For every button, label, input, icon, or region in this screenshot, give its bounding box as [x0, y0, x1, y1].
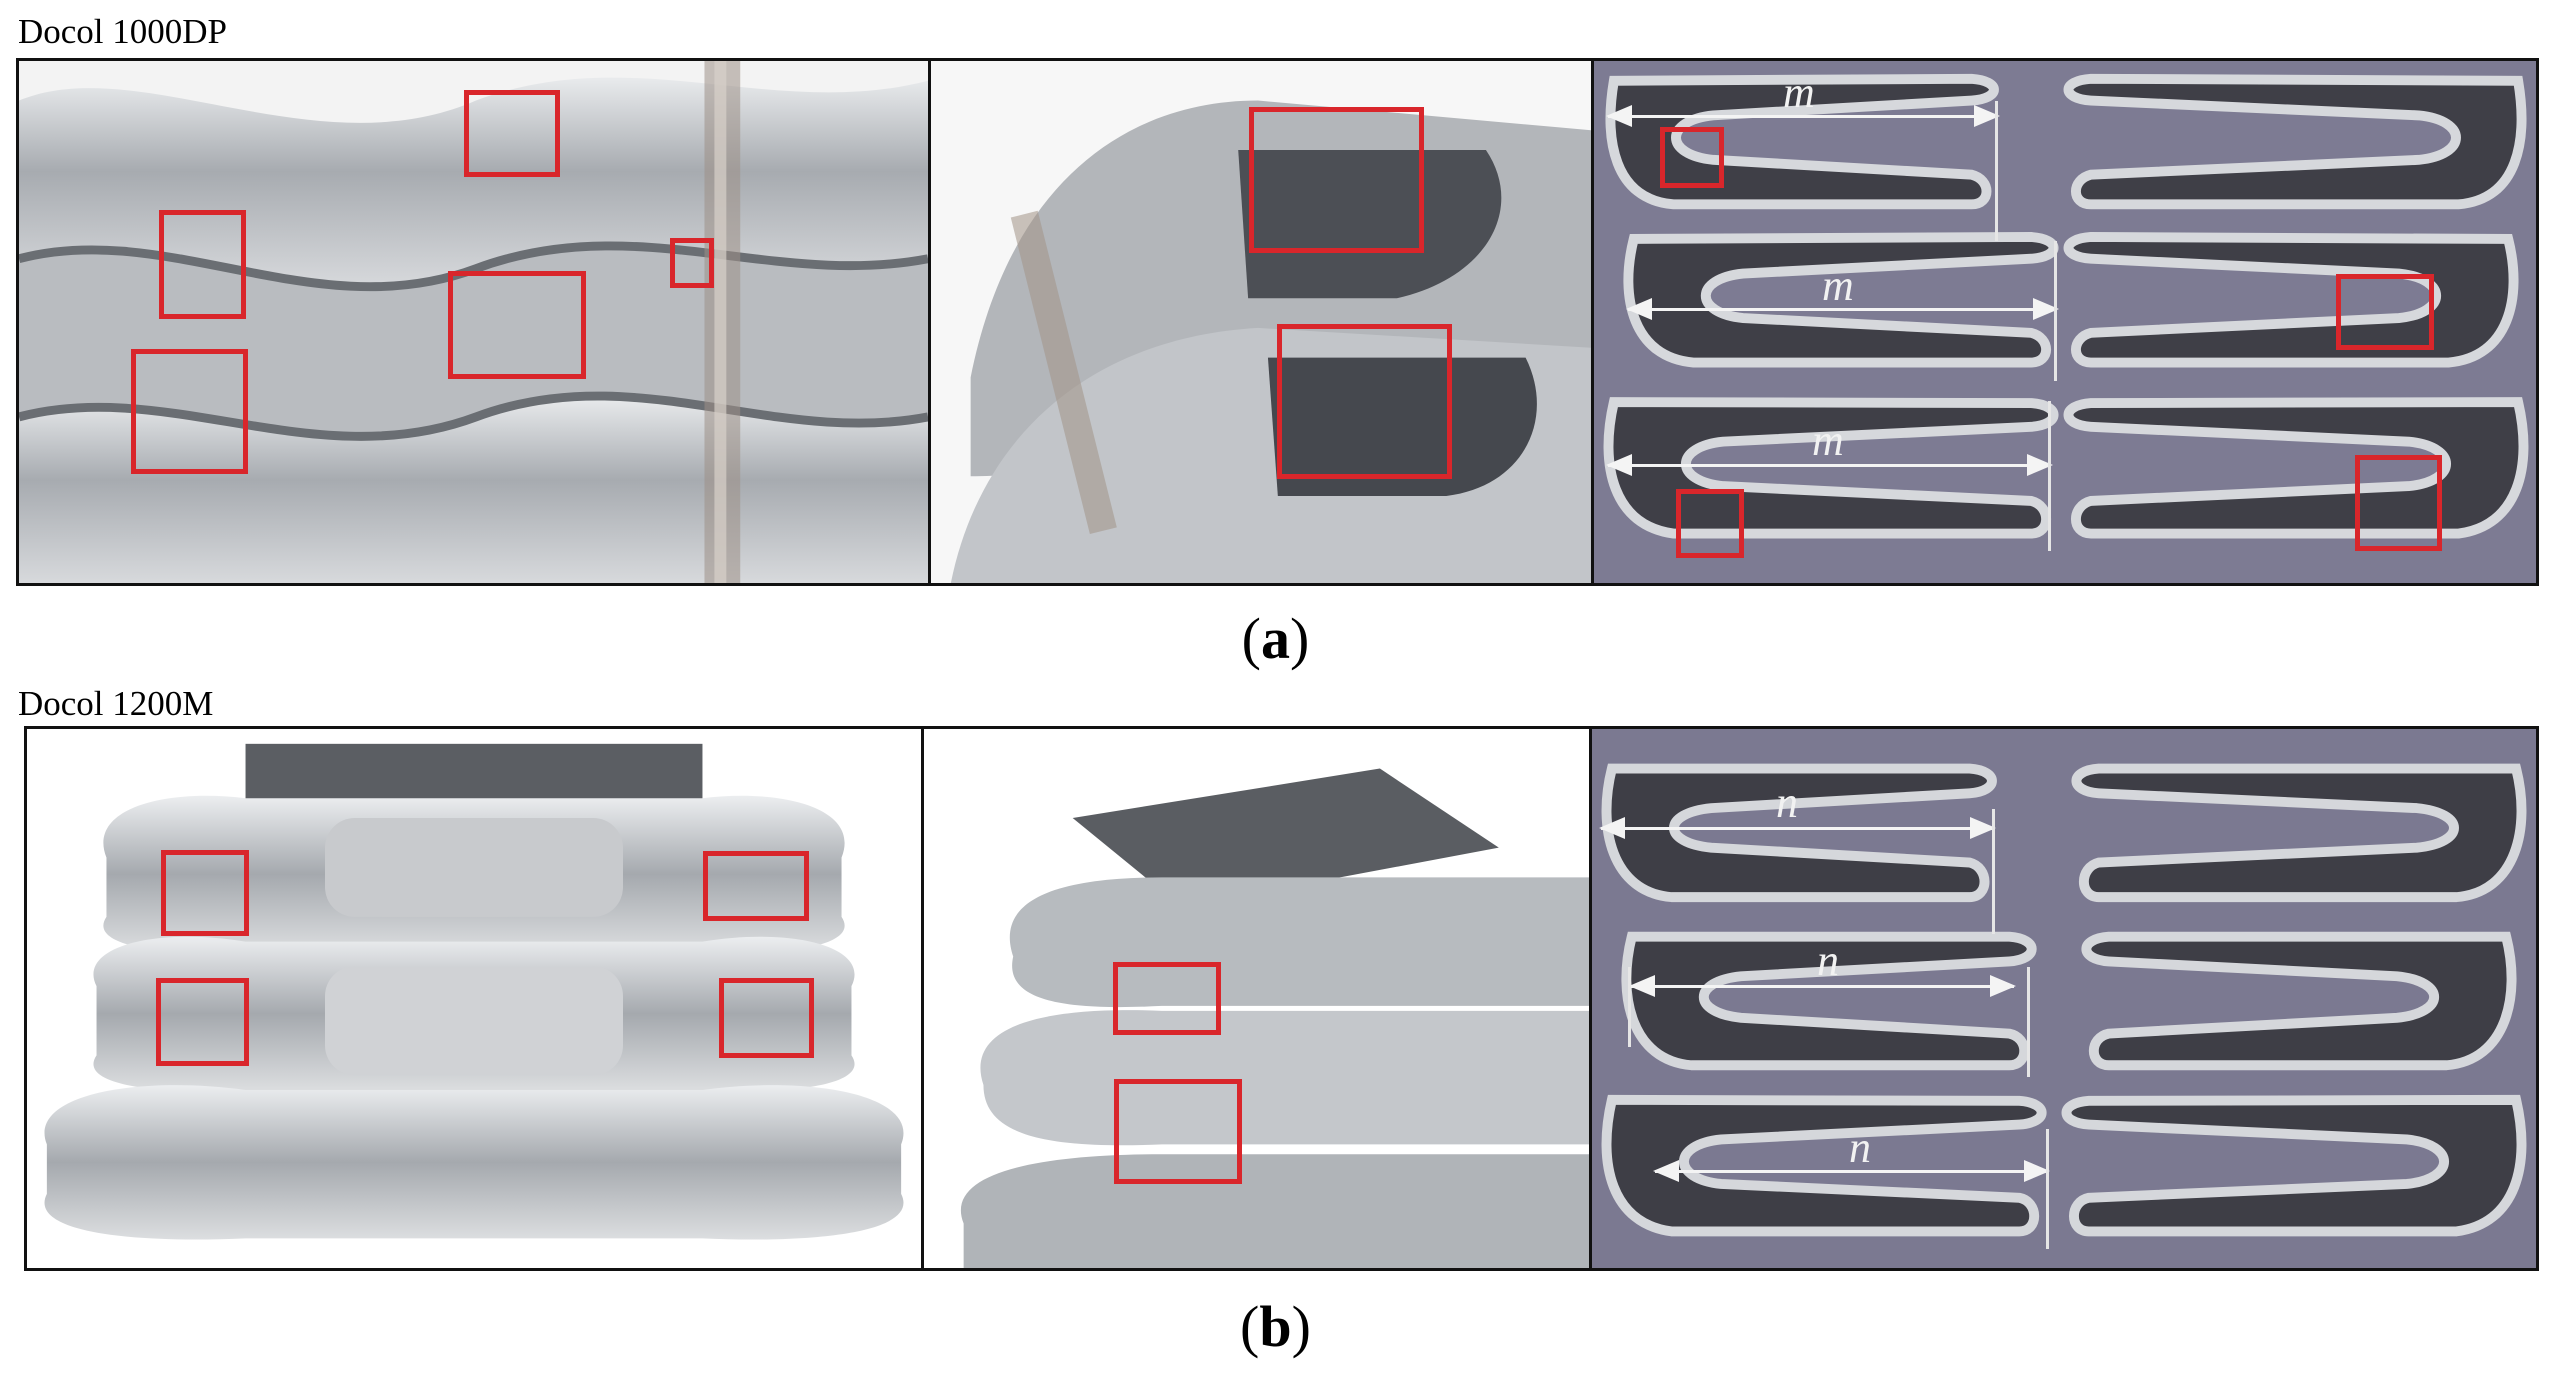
measurement-label: n	[1849, 1123, 1871, 1172]
defect-highlight-box	[159, 210, 246, 319]
measurement-arrow	[1606, 454, 2053, 476]
measurement-arrow	[1606, 105, 2000, 127]
measurement-arrow	[1626, 298, 2059, 320]
panel-b-closeup-photo	[921, 726, 1592, 1271]
metal-closeup-illustration	[931, 61, 1591, 583]
panel-a-cross-section-photo: m m m	[1591, 58, 2539, 586]
defect-highlight-box	[719, 978, 814, 1058]
defect-highlight-box	[131, 349, 248, 474]
cross-section-illustration	[1594, 61, 2536, 583]
defect-highlight-box	[670, 238, 714, 288]
defect-highlight-box	[156, 978, 249, 1066]
reference-line	[1995, 101, 1998, 241]
reference-line	[1992, 809, 1995, 934]
measurement-arrow	[1653, 1160, 2050, 1182]
reference-line	[2046, 1129, 2049, 1249]
metal-folds-illustration	[19, 61, 928, 583]
defect-highlight-box	[161, 850, 249, 936]
defect-highlight-box	[464, 90, 560, 177]
reference-line	[2048, 401, 2051, 551]
measurement-label: m	[1812, 416, 1844, 465]
cross-section-illustration	[1592, 729, 2536, 1268]
measurement-label: n	[1776, 778, 1798, 827]
panel-b-exterior-photo	[24, 726, 924, 1271]
panel-b-cross-section-photo: n n n	[1589, 726, 2539, 1271]
panel-a-closeup-photo	[928, 58, 1594, 586]
row-a-label: Docol 1000DP	[18, 12, 228, 51]
measurement-label: m	[1783, 68, 1815, 117]
defect-highlight-box	[1114, 1079, 1242, 1184]
defect-highlight-box	[1676, 489, 1744, 558]
defect-highlight-box	[1249, 107, 1424, 253]
reference-line	[1628, 967, 1631, 1047]
measurement-label: n	[1817, 936, 1839, 985]
caption-a: (a)	[1241, 606, 1310, 671]
measurement-arrow	[1599, 817, 1996, 839]
reference-line	[2054, 241, 2057, 381]
defect-highlight-box	[1277, 324, 1452, 479]
panel-a-exterior-photo	[16, 58, 931, 586]
defect-highlight-box	[1660, 127, 1724, 188]
row-b-label: Docol 1200M	[18, 684, 214, 723]
caption-b: (b)	[1240, 1294, 1311, 1359]
defect-highlight-box	[2336, 274, 2434, 350]
measurement-label: m	[1822, 261, 1854, 310]
defect-highlight-box	[1113, 962, 1221, 1035]
metal-closeup-illustration	[924, 729, 1589, 1268]
measurement-arrow	[1629, 975, 2016, 997]
defect-highlight-box	[2355, 455, 2442, 551]
defect-highlight-box	[448, 271, 586, 379]
metal-folds-illustration	[27, 729, 921, 1268]
reference-line	[2027, 967, 2030, 1077]
defect-highlight-box	[703, 851, 809, 921]
